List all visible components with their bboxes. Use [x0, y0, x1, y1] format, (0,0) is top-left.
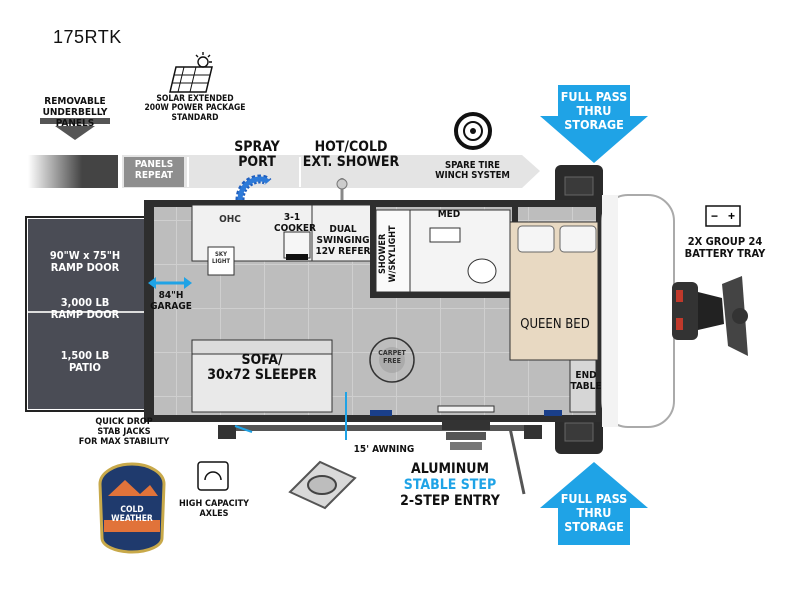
end-table	[569, 359, 597, 413]
panels-repeat-box	[124, 157, 184, 187]
battery-terminals: − +	[706, 206, 740, 226]
axle-gauge-icon	[197, 461, 229, 491]
solar-label: SOLAR EXTENDED 200W POWER PACKAGE STANDA…	[144, 94, 246, 123]
skylight-label: SKY LIGHT	[211, 251, 231, 265]
shower-label: SHOWER W/SKYLIGHT	[378, 225, 398, 283]
ext-shower-label: HOT/COLD EXT. SHOWER	[302, 139, 400, 171]
ramp-size-label: 90"W x 75"H RAMP DOOR	[49, 249, 121, 275]
banner-arrow-tip	[522, 155, 540, 188]
cooker	[283, 231, 311, 259]
storage-bottom-label: FULL PASS THRU STORAGE	[560, 491, 628, 534]
end-table-label: END TABLE	[570, 370, 602, 392]
garage-height-label: 84"H GARAGE	[150, 290, 192, 312]
spare-tire-label: SPARE TIRE WINCH SYSTEM	[435, 160, 510, 182]
storage-top-label: FULL PASS THRU STORAGE	[560, 89, 628, 132]
patio-label: 1,500 LB PATIO	[60, 349, 110, 375]
stab-jacks-label: QUICK DROP STAB JACKS FOR MAX STABILITY	[78, 417, 170, 447]
garage-height-arrow	[148, 277, 192, 289]
cold-weather-badge	[98, 462, 166, 554]
panels-repeat-label: PANELS REPEAT	[134, 159, 174, 181]
spray-port-icon	[235, 174, 272, 201]
battery-tray	[672, 282, 698, 340]
stable-step-icon	[288, 460, 357, 510]
battery-plus: +	[727, 209, 735, 223]
ramp-weight-label: 3,000 LB RAMP DOOR	[50, 296, 120, 322]
cold-weather-label: COLD WEATHER	[111, 505, 153, 525]
refer-label: DUAL SWINGING 12V REFER	[315, 224, 371, 257]
battery-icon	[705, 205, 741, 227]
ohc-label: OHC	[219, 214, 241, 225]
toilet	[467, 258, 497, 284]
storage-arrow-top	[540, 85, 648, 163]
shower	[375, 209, 411, 293]
garage-area	[28, 219, 144, 409]
carpet-free-label: CARPET FREE	[378, 349, 406, 365]
queen-bed-label: QUEEN BED	[520, 317, 590, 332]
model-name: 175RTK	[53, 27, 122, 47]
bath-area	[409, 209, 511, 293]
underbelly-arrow	[55, 126, 95, 140]
underbelly-panel-strip	[28, 155, 118, 188]
battery-minus: −	[710, 209, 718, 223]
axle-bar	[222, 425, 542, 431]
bathroom-wall	[370, 204, 376, 298]
storage-arrow-bottom	[540, 462, 648, 545]
entry-line2: STABLE STEP	[403, 477, 497, 493]
axles-label: HIGH CAPACITY AXLES	[179, 499, 249, 519]
entry-line3: 2-STEP ENTRY	[400, 493, 500, 509]
spare-tire-icon	[454, 112, 492, 150]
carpet-free-stamp	[369, 337, 415, 383]
underbelly-label: REMOVABLE UNDERBELLY PANELS	[42, 96, 108, 129]
med-label: MED	[437, 209, 461, 220]
entry-line1: ALUMINUM	[410, 461, 490, 477]
sink	[207, 246, 235, 276]
cooker-label: 3-1 COOKER	[274, 212, 316, 234]
bath-sink	[429, 227, 461, 243]
ext-shower-icon	[336, 178, 348, 200]
solar-icon	[169, 52, 213, 93]
spray-port-label: SPRAY PORT	[234, 139, 280, 171]
battery-tray-label: 2X GROUP 24 BATTERY TRAY	[684, 235, 766, 261]
sofa-label: SOFA/ 30x72 SLEEPER	[207, 352, 317, 384]
awning-label: 15' AWNING	[353, 444, 415, 455]
entry-step	[437, 405, 526, 495]
